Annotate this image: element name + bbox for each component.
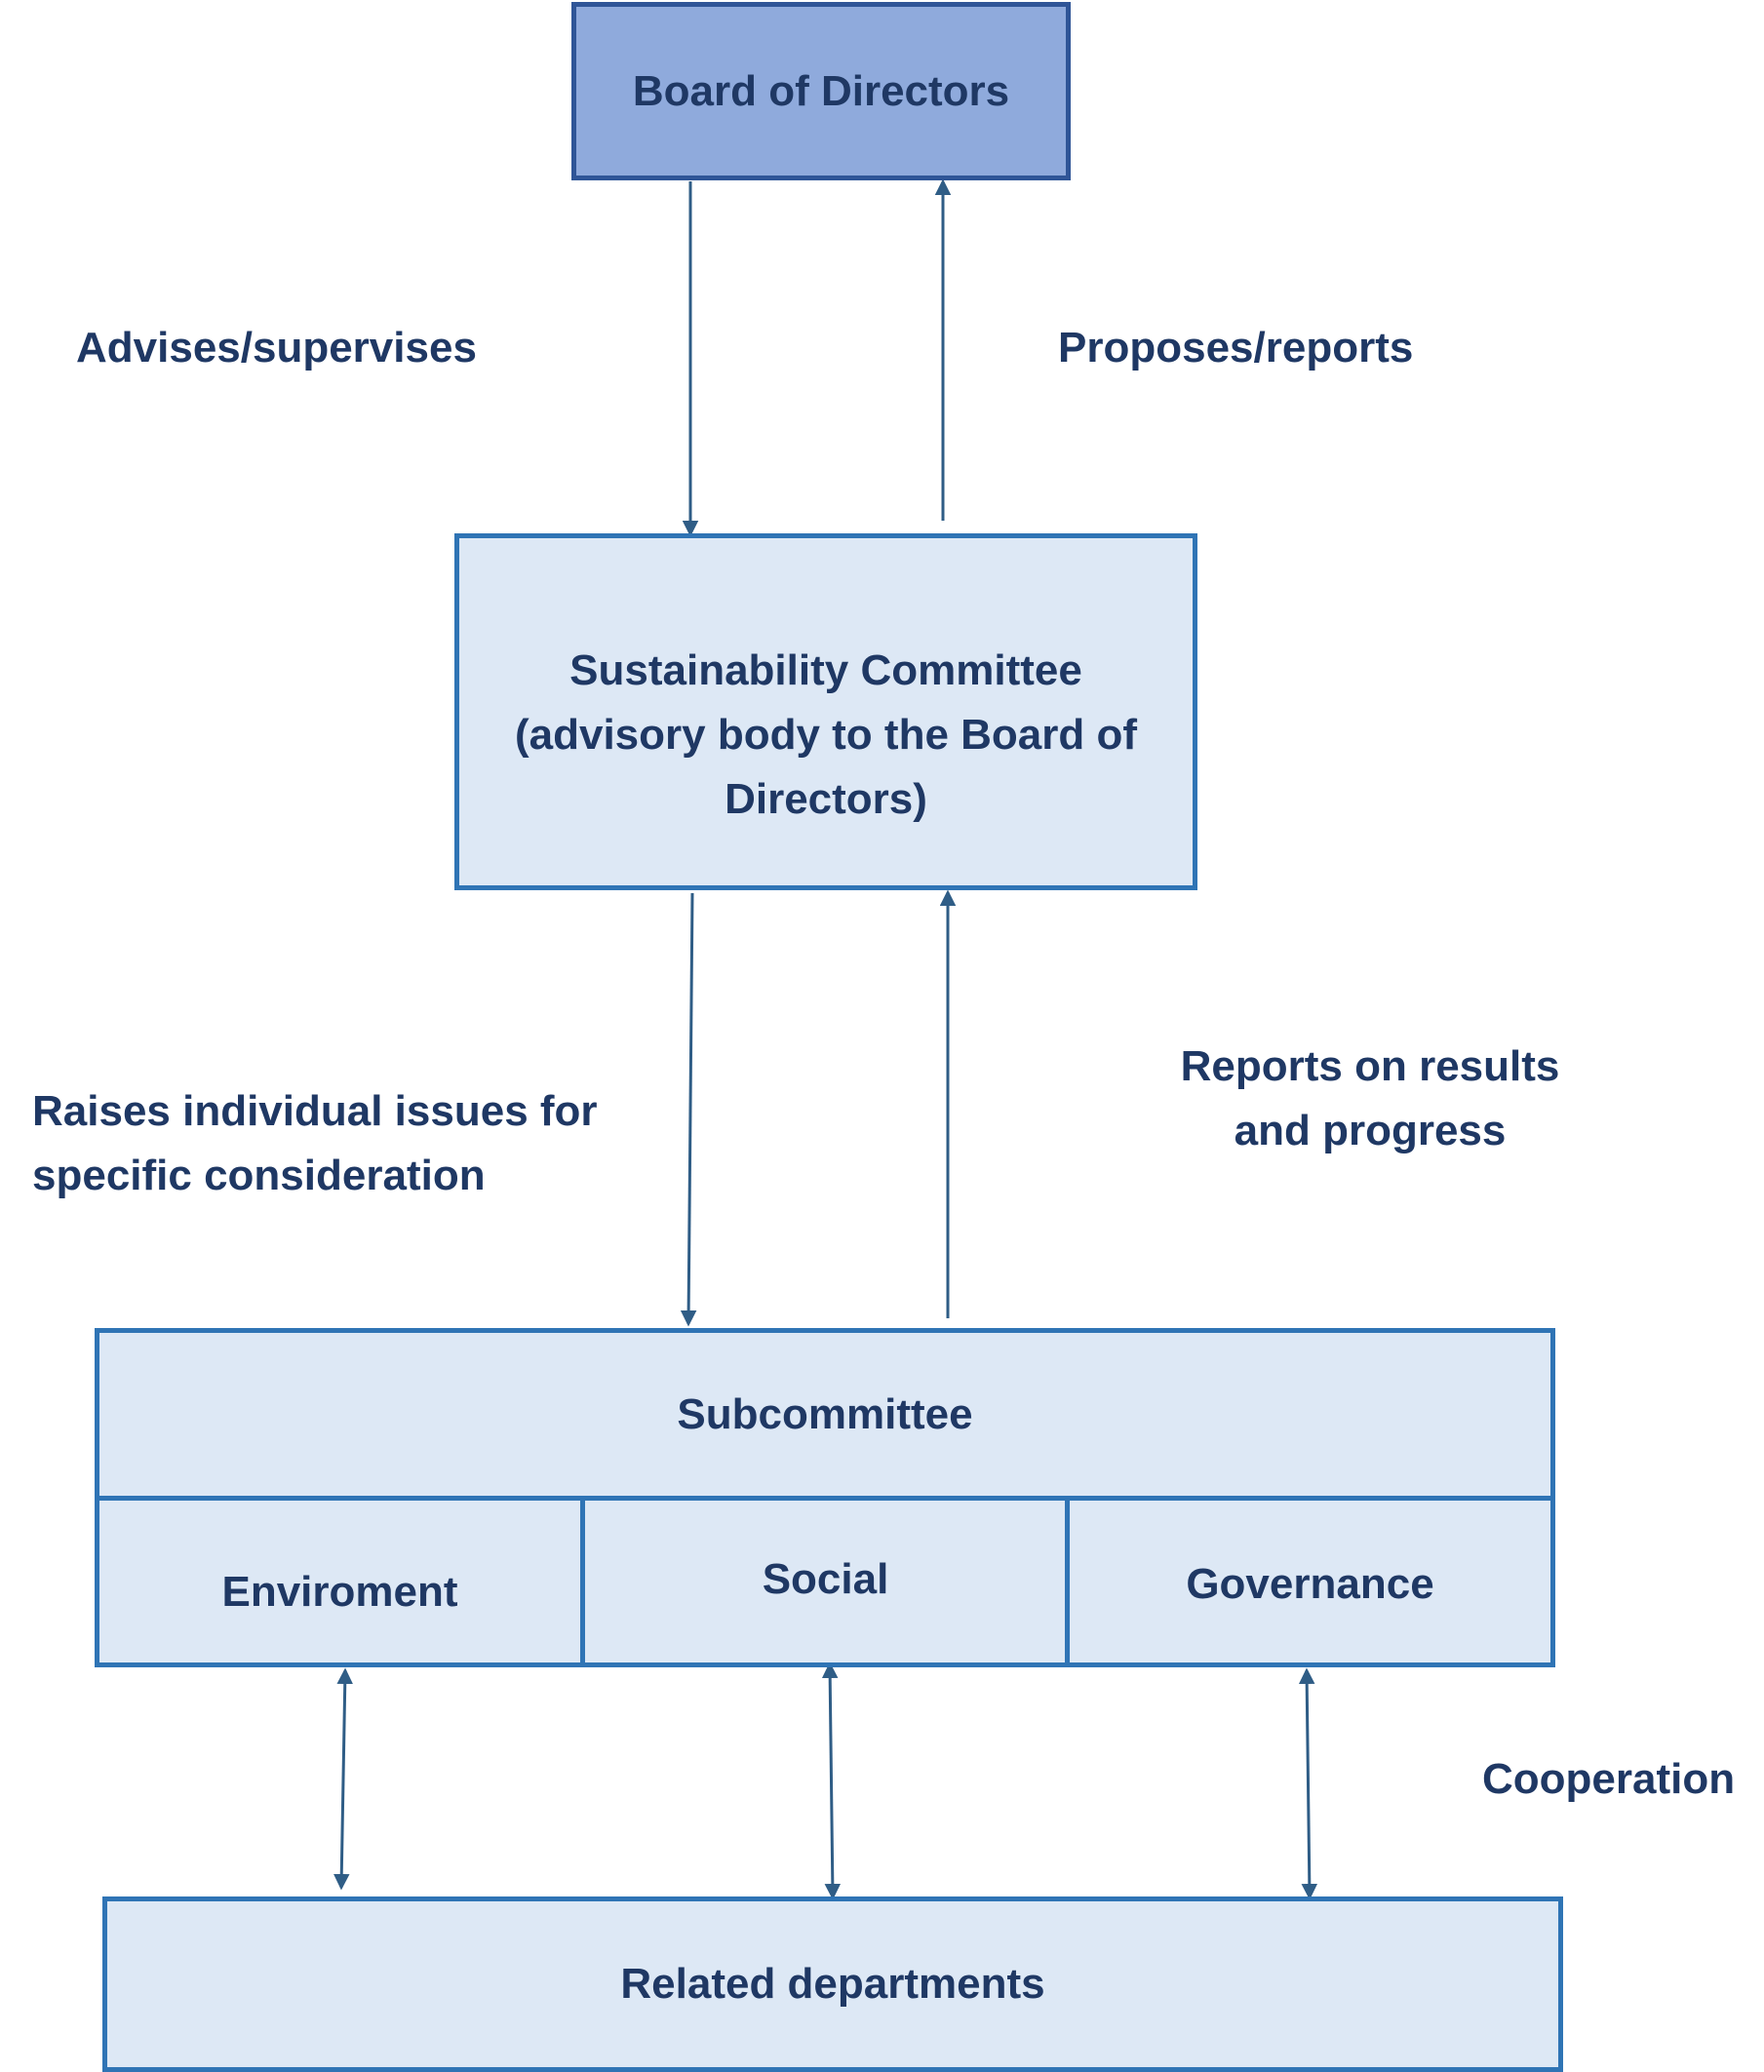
cooperation-label: Cooperation bbox=[1482, 1755, 1736, 1803]
board-of-directors-box: Board of Directors bbox=[571, 2, 1071, 180]
governance-cooperation-arrow bbox=[1298, 1667, 1318, 1900]
subcommittee-label: Subcommittee bbox=[677, 1389, 973, 1438]
social-box: Social bbox=[580, 1496, 1071, 1667]
related-departments-label: Related departments bbox=[620, 1960, 1045, 2008]
proposes-label: Proposes/reports bbox=[1058, 324, 1414, 371]
governance-label: Governance bbox=[1186, 1560, 1434, 1608]
advises-label: Advises/supervises bbox=[76, 324, 477, 371]
raises-label: Raises individual issues for specific co… bbox=[32, 1087, 598, 1199]
related-departments-box: Related departments bbox=[102, 1896, 1563, 2072]
governance-box: Governance bbox=[1065, 1496, 1555, 1667]
subcommittee-box: Subcommittee bbox=[95, 1328, 1555, 1501]
environment-box: Enviroment bbox=[95, 1496, 585, 1667]
sustainability-committee-label: Sustainability Committee (advisory body … bbox=[514, 646, 1138, 823]
environment-cooperation-arrow bbox=[333, 1667, 353, 1891]
social-cooperation-arrow bbox=[821, 1662, 842, 1900]
board-of-directors-label: Board of Directors bbox=[632, 66, 1010, 115]
reports-progress-label: Reports on results and progress bbox=[1180, 1042, 1560, 1154]
social-label: Social bbox=[762, 1555, 889, 1603]
sustainability-committee-box: Sustainability Committee (advisory body … bbox=[454, 533, 1197, 890]
raises-down-arrow bbox=[680, 892, 697, 1327]
environment-label: Enviroment bbox=[221, 1568, 458, 1616]
